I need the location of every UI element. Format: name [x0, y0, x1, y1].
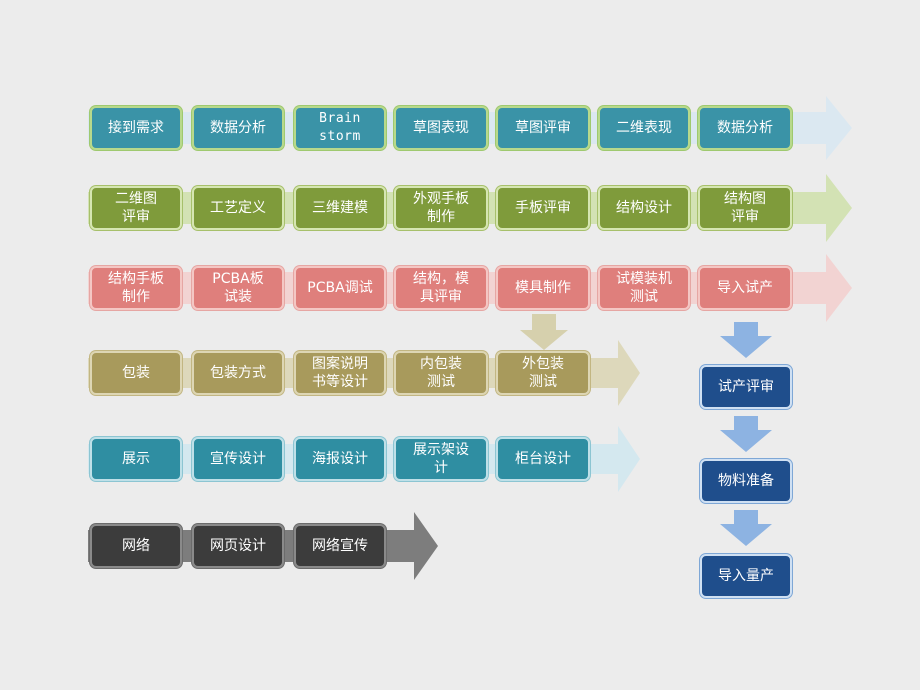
- step-design-6: 结构设计: [598, 186, 690, 230]
- step-research-1: 接到需求: [90, 106, 182, 150]
- step-package-1: 包装: [90, 351, 182, 395]
- step-research-6: 二维表现: [598, 106, 690, 150]
- step-package-3: 图案说明 书等设计: [294, 351, 386, 395]
- mold-down-arrow: [520, 314, 568, 350]
- step-network-1: 网络: [90, 524, 182, 568]
- down-arrow-3: [720, 510, 772, 546]
- step-structure-7: 导入试产: [698, 266, 792, 310]
- down-arrow-1: [720, 322, 772, 358]
- production-step-3: 导入量产: [700, 554, 792, 598]
- step-design-4: 外观手板 制作: [394, 186, 488, 230]
- step-structure-1: 结构手板 制作: [90, 266, 182, 310]
- step-design-3: 三维建模: [294, 186, 386, 230]
- step-network-3: 网络宣传: [294, 524, 386, 568]
- step-structure-3: PCBA调试: [294, 266, 386, 310]
- step-structure-5: 模具制作: [496, 266, 590, 310]
- production-step-2: 物料准备: [700, 459, 792, 503]
- step-structure-4: 结构，模 具评审: [394, 266, 488, 310]
- step-package-5: 外包装 测试: [496, 351, 590, 395]
- step-display-2: 宣传设计: [192, 437, 284, 481]
- step-research-4: 草图表现: [394, 106, 488, 150]
- step-package-4: 内包装 测试: [394, 351, 488, 395]
- down-arrow-2: [720, 416, 772, 452]
- step-design-5: 手板评审: [496, 186, 590, 230]
- step-research-2: 数据分析: [192, 106, 284, 150]
- step-package-2: 包装方式: [192, 351, 284, 395]
- step-research-3: Brain storm: [294, 106, 386, 150]
- step-design-7: 结构图 评审: [698, 186, 792, 230]
- step-design-1: 二维图 评审: [90, 186, 182, 230]
- step-research-5: 草图评审: [496, 106, 590, 150]
- production-step-1: 试产评审: [700, 365, 792, 409]
- step-design-2: 工艺定义: [192, 186, 284, 230]
- step-network-2: 网页设计: [192, 524, 284, 568]
- step-research-7: 数据分析: [698, 106, 792, 150]
- step-structure-2: PCBA板 试装: [192, 266, 284, 310]
- step-display-5: 柜台设计: [496, 437, 590, 481]
- step-display-4: 展示架设 计: [394, 437, 488, 481]
- step-structure-6: 试模装机 测试: [598, 266, 690, 310]
- step-display-3: 海报设计: [294, 437, 386, 481]
- step-display-1: 展示: [90, 437, 182, 481]
